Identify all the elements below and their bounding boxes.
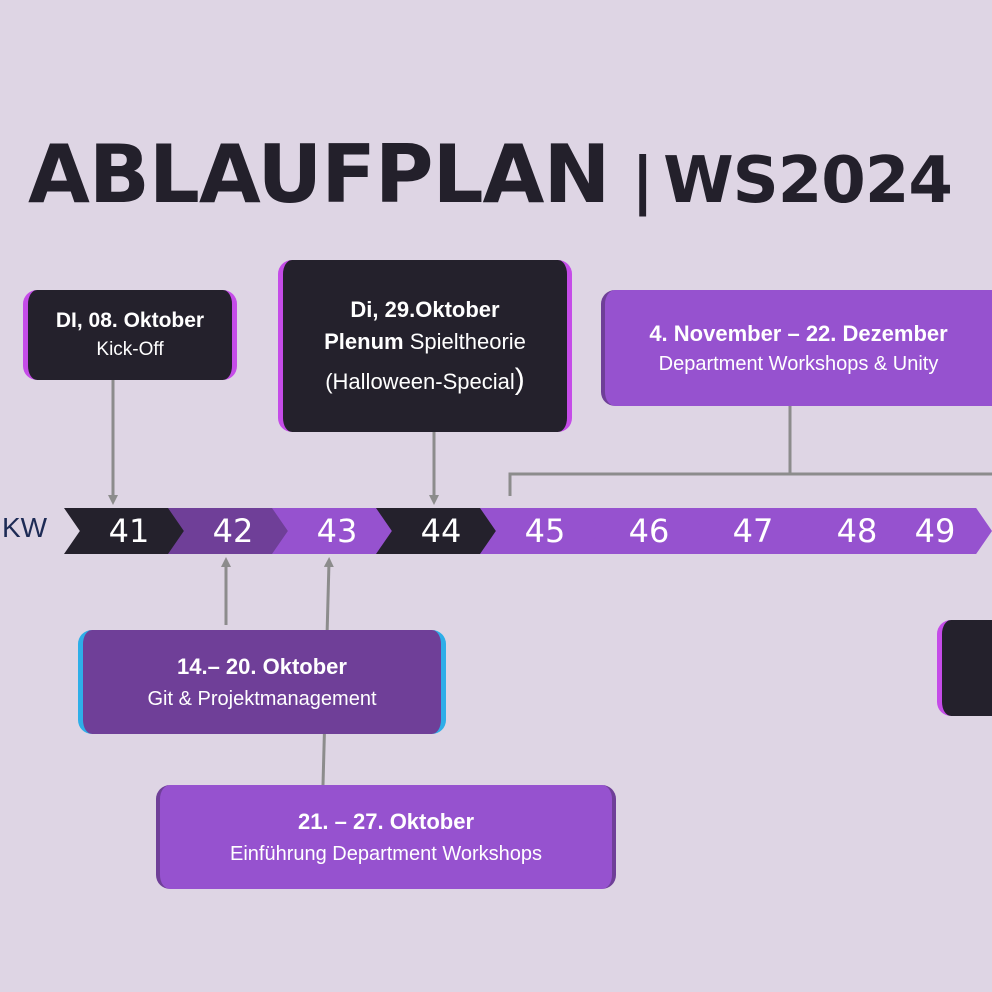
event-kickoff-date: DI, 08. Oktober	[55, 309, 205, 332]
week-chevron-41: 41	[64, 508, 186, 554]
week-number: 41	[108, 512, 150, 550]
title-separator: |	[631, 144, 654, 217]
week-chevron-44: 44	[376, 508, 498, 554]
week-number: 49	[914, 512, 956, 550]
week-number: 47	[732, 512, 774, 550]
week-chevron-42: 42	[168, 508, 290, 554]
event-plenum-date: Di, 29.Oktober	[350, 297, 500, 322]
week-number: 42	[212, 512, 254, 550]
event-intro-workshops: 21. – 27. Oktober Einführung Department …	[156, 785, 616, 889]
event-plenum-note-close: )	[514, 363, 525, 396]
week-chevron-47: 47	[688, 508, 810, 554]
event-workshops-unity-desc: Department Workshops & Unity	[658, 352, 939, 375]
event-git-desc: Git & Projektmanagement	[147, 687, 377, 710]
event-plenum-note-open: (	[325, 369, 333, 394]
event-git-date: 14.– 20. Oktober	[177, 653, 347, 679]
title-main: ABLAUFPLAN	[28, 128, 610, 221]
event-workshops-unity: 4. November – 22. Dezember Department Wo…	[601, 290, 992, 406]
event-intro-workshops-date: 21. – 27. Oktober	[297, 808, 475, 834]
event-workshops-unity-date: 4. November – 22. Dezember	[649, 320, 948, 346]
bracket-workshops-unity	[508, 406, 792, 496]
event-plenum-topic-line: Plenum Spieltheorie	[324, 329, 526, 355]
week-number: 48	[836, 512, 878, 550]
event-git: 14.– 20. Oktober Git & Projektmanagement	[78, 630, 446, 734]
event-partial-offscreen	[937, 620, 992, 716]
week-label: KW	[2, 512, 48, 543]
event-plenum-note: Halloween-Special	[332, 369, 515, 394]
event-kickoff-desc: Kick-Off	[96, 339, 164, 360]
event-plenum-topic: Spieltheorie	[409, 329, 526, 354]
event-intro-workshops-desc: Einführung Department Workshops	[229, 842, 542, 865]
week-number: 46	[628, 512, 670, 550]
week-chevron-43: 43	[272, 508, 394, 554]
week-chevron-45: 45	[480, 508, 602, 554]
week-chevron-46: 46	[584, 508, 706, 554]
week-number: 43	[316, 512, 358, 550]
event-plenum-strong: Plenum	[324, 329, 404, 354]
event-kickoff: DI, 08. Oktober Kick-Off	[23, 290, 237, 380]
week-chevron-49: 49	[870, 508, 992, 554]
event-plenum: Di, 29.Oktober Plenum Spieltheorie (Hall…	[278, 260, 572, 432]
page-title: ABLAUFPLAN |WS2024	[28, 128, 953, 221]
event-plenum-note-line: (Halloween-Special)	[325, 365, 525, 395]
title-semester: WS2024	[663, 144, 953, 218]
week-number: 45	[524, 512, 566, 550]
week-number: 44	[420, 512, 462, 550]
